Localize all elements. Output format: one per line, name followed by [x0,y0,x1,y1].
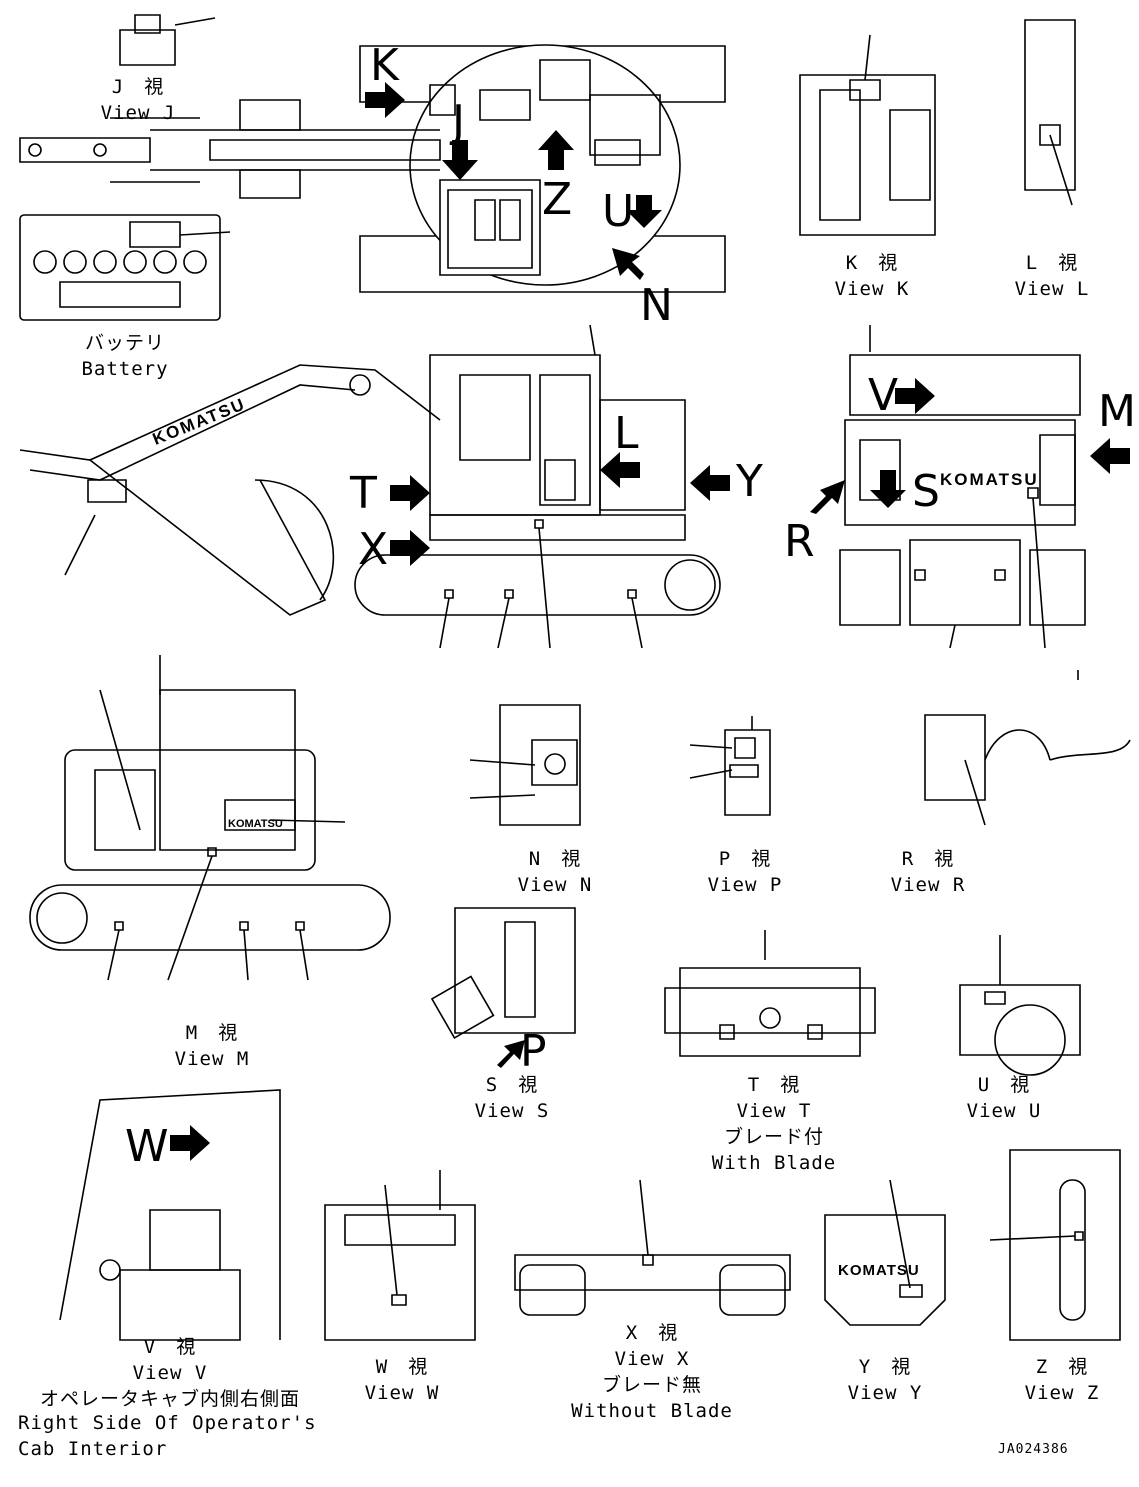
battery-drawing [20,215,230,320]
marker-z: Z [542,174,573,225]
view-t-drawing [665,930,875,1056]
view-l-drawing [1025,20,1075,205]
view-y-drawing [825,1180,945,1325]
drawing-code: JA024386 [998,1442,1069,1457]
top-plan-view [20,45,725,292]
view-z-drawing [990,1150,1120,1340]
marker-y: Y [736,456,763,507]
marker-p: P [520,1026,547,1077]
view-w-drawing [325,1170,475,1340]
rear-view-excavator [840,325,1085,680]
view-arrows [170,82,1130,1161]
side-view-excavator [20,325,720,648]
marker-u: U [602,186,635,237]
view-k-drawing [800,35,935,235]
brand-logo-y: KOMATSU [838,1262,920,1279]
marker-t: T [350,468,377,519]
marker-s: S [912,466,940,517]
view-s-drawing [432,908,575,1038]
marker-v: V [868,370,899,421]
marker-w: W [125,1121,169,1172]
marker-n: N [640,280,673,331]
view-u-drawing [960,935,1080,1075]
view-n-drawing [470,705,580,825]
marker-k: K [370,40,399,91]
view-r-drawing [925,715,1130,825]
view-j-drawing [120,15,215,65]
view-x-drawing [515,1180,790,1315]
view-m-drawing [30,655,390,980]
brand-logo-m: KOMATSU [228,818,283,830]
marker-r: R [784,516,815,567]
marker-x: X [358,524,389,575]
brand-logo-rear: KOMATSU [940,470,1039,489]
view-p-drawing [690,716,770,815]
view-v-drawing [60,1090,280,1340]
marker-m: M [1098,386,1136,437]
marker-l: L [614,408,639,459]
marker-j: J [452,96,465,147]
